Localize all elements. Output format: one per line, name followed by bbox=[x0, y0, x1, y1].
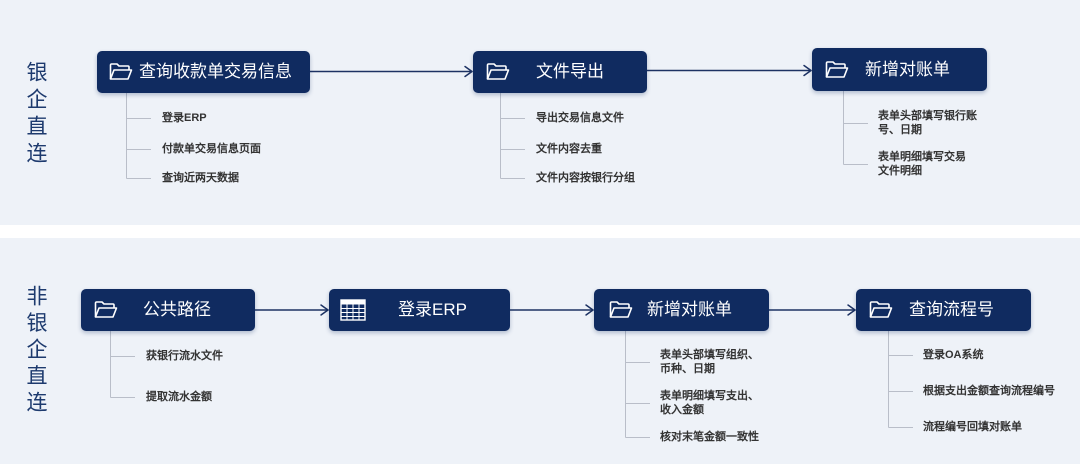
step-detail-item: 登录OA系统 bbox=[923, 349, 984, 361]
section-label: 银企直连 bbox=[24, 61, 47, 169]
step-detail-item: 查询近两天数据 bbox=[162, 172, 239, 184]
folder-open-icon bbox=[609, 301, 633, 320]
folder-open-icon bbox=[109, 63, 133, 82]
step-title: 公共路径 bbox=[143, 300, 211, 319]
step-box-new-reconciliation: 新增对账单 bbox=[812, 48, 987, 91]
step-box-file-export: 文件导出 bbox=[473, 51, 647, 93]
step-detail-item: 获银行流水文件 bbox=[146, 350, 223, 362]
folder-open-icon bbox=[825, 60, 849, 79]
step-detail-item: 核对末笔金额一致性 bbox=[660, 431, 759, 443]
step-detail-item: 文件内容按银行分组 bbox=[536, 172, 635, 184]
step-box-query-process-number: 查询流程号 bbox=[856, 289, 1031, 331]
step-detail-item: 表单明细填写支出、 收入金额 bbox=[660, 390, 759, 416]
step-title: 新增对账单 bbox=[647, 300, 732, 319]
section-panel-bank-direct bbox=[0, 0, 1080, 225]
section-label: 非银企直连 bbox=[24, 285, 47, 418]
step-detail-item: 表单头部填写银行账 号、日期 bbox=[878, 110, 977, 136]
step-detail-item: 付款单交易信息页面 bbox=[162, 143, 261, 155]
step-detail-item: 根据支出金额查询流程编号 bbox=[923, 385, 1055, 397]
step-title: 新增对账单 bbox=[865, 60, 950, 79]
step-title: 文件导出 bbox=[536, 62, 604, 81]
step-title: 查询流程号 bbox=[909, 300, 994, 319]
step-title: 查询收款单交易信息 bbox=[139, 62, 292, 81]
step-box-login-erp: 登录ERP bbox=[329, 289, 510, 331]
step-box-query-receipt-transactions: 查询收款单交易信息 bbox=[97, 51, 310, 93]
step-box-new-reconciliation: 新增对账单 bbox=[594, 289, 769, 331]
table-icon bbox=[340, 299, 366, 321]
step-detail-item: 表单明细填写交易 文件明细 bbox=[878, 151, 966, 177]
folder-open-icon bbox=[94, 301, 118, 320]
folder-open-icon bbox=[486, 63, 510, 82]
step-detail-item: 表单头部填写组织、 币种、日期 bbox=[660, 349, 759, 375]
step-detail-item: 文件内容去重 bbox=[536, 143, 602, 155]
step-detail-item: 流程编号回填对账单 bbox=[923, 421, 1022, 433]
step-detail-item: 导出交易信息文件 bbox=[536, 112, 624, 124]
step-box-public-path: 公共路径 bbox=[81, 289, 255, 331]
folder-open-icon bbox=[869, 301, 893, 320]
step-detail-item: 提取流水金额 bbox=[146, 391, 212, 403]
step-title: 登录ERP bbox=[398, 300, 467, 319]
step-detail-item: 登录ERP bbox=[162, 112, 207, 124]
